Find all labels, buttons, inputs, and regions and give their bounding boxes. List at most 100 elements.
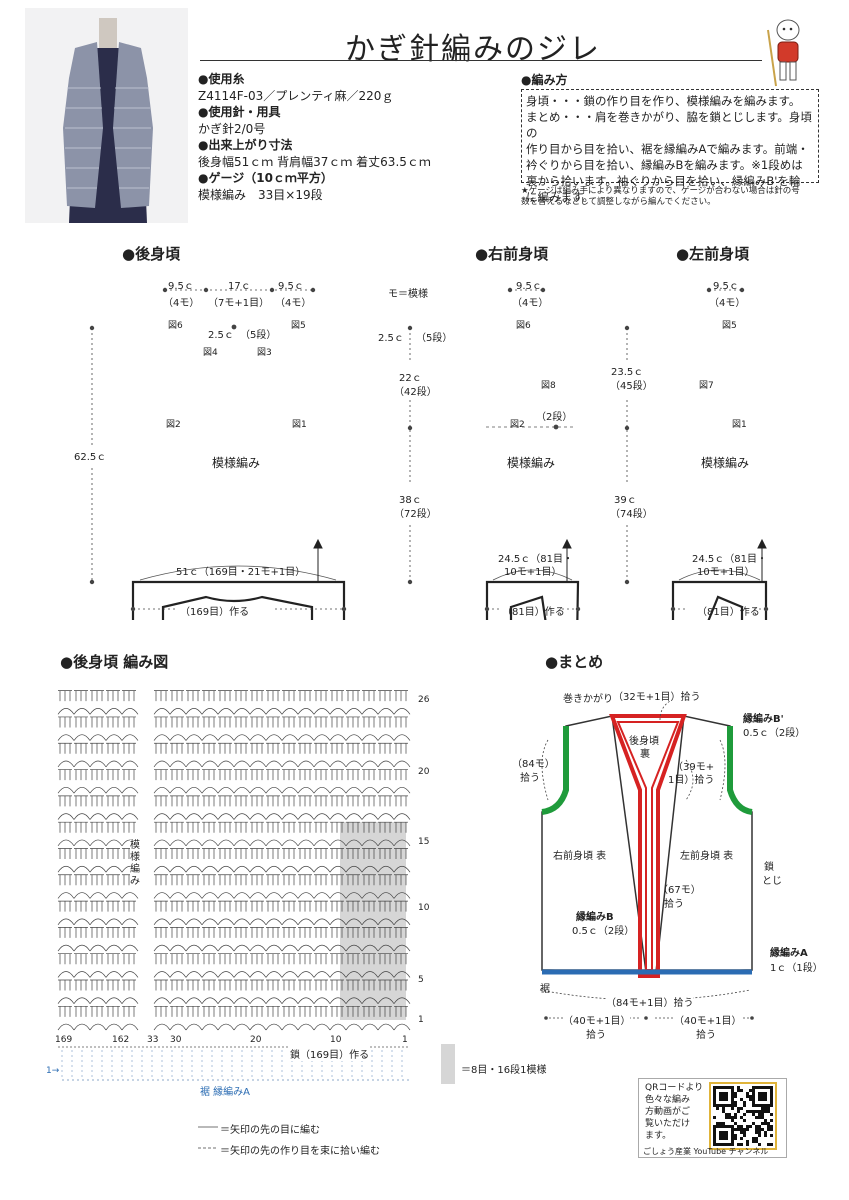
stitch-symbol bbox=[266, 795, 280, 807]
qr-module bbox=[749, 1110, 752, 1113]
stitch-symbol bbox=[297, 971, 315, 978]
stitch-symbol bbox=[314, 690, 328, 702]
stitch-symbol bbox=[330, 769, 344, 781]
stitch-symbol bbox=[393, 839, 411, 847]
stitch-symbol bbox=[329, 944, 347, 952]
stitch-symbol bbox=[298, 821, 312, 833]
stitch-symbol bbox=[361, 839, 379, 847]
qr-module bbox=[761, 1107, 764, 1110]
method-box: 身頃・・・鎖の作り目を作り、模様編みを編みます。 まとめ・・・肩を巻きかがり、脇… bbox=[521, 89, 819, 204]
qr-module bbox=[740, 1089, 743, 1092]
qr-module bbox=[731, 1086, 734, 1089]
repeat-legend-swatch bbox=[441, 1044, 455, 1084]
stitch-symbol bbox=[282, 848, 296, 859]
qr-module bbox=[731, 1131, 734, 1134]
qr-module bbox=[758, 1092, 761, 1095]
stitch-symbol bbox=[361, 944, 379, 952]
back-neck-sub: （7モ+1目） bbox=[208, 298, 270, 309]
stitch-symbol bbox=[106, 716, 120, 728]
stitch-symbol bbox=[330, 821, 344, 833]
stitch-symbol bbox=[266, 900, 280, 912]
stitch-symbol bbox=[154, 690, 168, 702]
stitch-symbol bbox=[249, 971, 267, 978]
stitch-label: 30 bbox=[170, 1035, 182, 1045]
front-pickup2-a: （67モ） bbox=[658, 885, 701, 896]
qr-module bbox=[713, 1134, 716, 1137]
stitch-symbol bbox=[218, 900, 232, 912]
stitch-symbol bbox=[297, 997, 315, 1004]
stitch-symbol bbox=[90, 953, 104, 965]
right-front-heading: ●右前身頃 bbox=[475, 245, 549, 263]
lf-cast-on: （81目）作る bbox=[697, 607, 760, 618]
stitch-symbol bbox=[201, 786, 219, 794]
stitch-symbol bbox=[122, 874, 136, 886]
qr-module bbox=[722, 1137, 725, 1140]
qr-module bbox=[716, 1107, 719, 1110]
stitch-symbol bbox=[313, 997, 331, 1004]
stitch-symbol bbox=[394, 690, 408, 702]
stitch-symbol bbox=[297, 839, 315, 847]
stitch-symbol bbox=[121, 892, 139, 899]
qr-module bbox=[770, 1143, 773, 1146]
stitch-symbol bbox=[74, 927, 88, 938]
stitch-symbol bbox=[105, 708, 123, 715]
stitch-symbol bbox=[73, 734, 91, 741]
method-line: まとめ・・・肩を巻きかがり、脇を鎖とじします。身頃の bbox=[526, 110, 812, 140]
stitch-symbol bbox=[313, 760, 331, 768]
qr-module bbox=[725, 1104, 728, 1107]
stitch-symbol bbox=[362, 769, 376, 781]
stitch-symbol bbox=[186, 1005, 200, 1017]
stitch-symbol bbox=[169, 734, 187, 741]
stitch-symbol bbox=[250, 900, 264, 912]
stitch-symbol bbox=[74, 900, 88, 912]
stitch-symbol bbox=[361, 971, 379, 978]
stitch-symbol bbox=[122, 795, 136, 807]
border-b-label: 縁編みB bbox=[576, 912, 614, 923]
stitch-symbol bbox=[185, 944, 203, 952]
stitch-symbol bbox=[122, 953, 136, 965]
stitch-symbol bbox=[218, 874, 232, 886]
stitch-symbol bbox=[57, 944, 75, 952]
stitch-symbol bbox=[362, 690, 376, 702]
stitch-symbol bbox=[330, 716, 344, 728]
qr-code-icon[interactable] bbox=[709, 1082, 777, 1150]
stitch-symbol bbox=[201, 734, 219, 741]
stitch-symbol bbox=[313, 1023, 331, 1031]
side-armhole: 22ｃ bbox=[399, 373, 422, 384]
qr-module bbox=[716, 1104, 719, 1107]
stitch-symbol bbox=[169, 944, 187, 952]
stitch-symbol bbox=[330, 1005, 344, 1017]
qr-module bbox=[752, 1095, 755, 1098]
stitch-symbol bbox=[170, 848, 184, 859]
page-title: かぎ針編みのジレ bbox=[345, 32, 601, 67]
stitch-symbol bbox=[58, 900, 72, 912]
stitch-symbol bbox=[154, 953, 168, 965]
stitch-symbol bbox=[122, 979, 136, 991]
stitch-symbol bbox=[121, 786, 139, 794]
stitch-symbol bbox=[217, 865, 235, 873]
qr-module bbox=[725, 1113, 728, 1116]
stitch-symbol bbox=[185, 997, 203, 1004]
stitch-label: 33 bbox=[147, 1035, 159, 1045]
stitch-symbol bbox=[281, 1023, 299, 1031]
stitch-symbol bbox=[250, 821, 264, 833]
stitch-symbol bbox=[394, 979, 408, 991]
stitch-symbol bbox=[73, 944, 91, 952]
stitch-symbol bbox=[185, 839, 203, 847]
qr-module bbox=[740, 1143, 743, 1146]
qr-module bbox=[746, 1125, 749, 1128]
rf-shoulder: 9.5ｃ bbox=[516, 281, 542, 292]
stitch-symbol bbox=[266, 1005, 280, 1017]
stitch-symbol bbox=[345, 786, 363, 794]
stitch-symbol bbox=[361, 997, 379, 1004]
stitch-symbol bbox=[73, 865, 91, 873]
qr-module bbox=[719, 1104, 722, 1107]
back-fig6: 図6 bbox=[168, 321, 183, 331]
stitch-symbol bbox=[361, 760, 379, 768]
stitch-symbol bbox=[266, 821, 280, 833]
stitch-symbol bbox=[297, 918, 315, 925]
mascot-icon bbox=[762, 10, 812, 88]
qr-module bbox=[722, 1122, 725, 1125]
stitch-symbol bbox=[393, 734, 411, 741]
